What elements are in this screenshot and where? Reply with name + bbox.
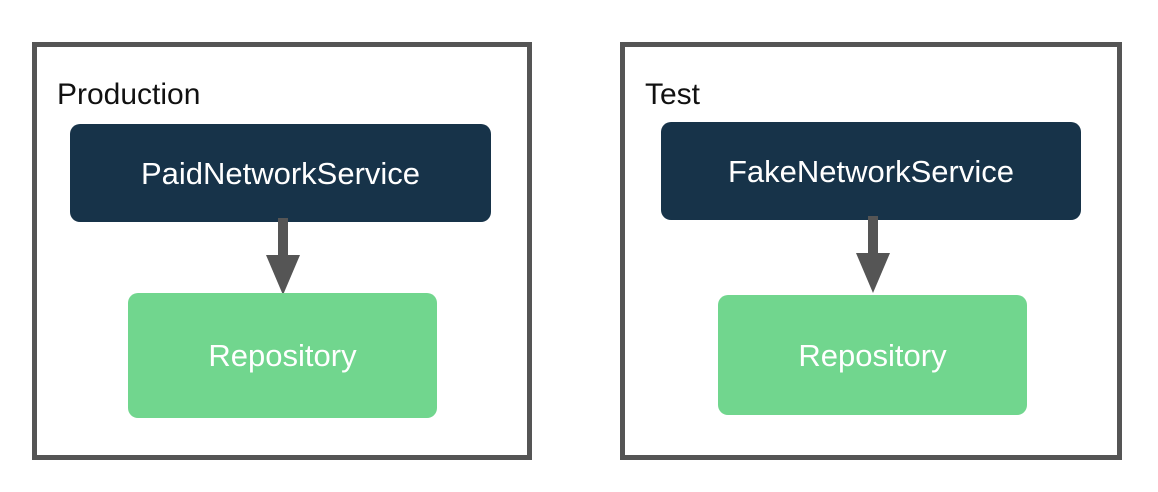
node-paid-network-service[interactable]: PaidNetworkService [70, 124, 491, 222]
arrow-test-service-to-repository [856, 216, 890, 293]
node-repository-production-label: Repository [208, 338, 357, 373]
node-repository-test[interactable]: Repository [718, 295, 1027, 415]
node-repository-test-label: Repository [798, 337, 947, 373]
arrow-production-service-to-repository [266, 218, 300, 295]
node-paid-network-service-label: PaidNetworkService [140, 155, 421, 191]
node-repository-production[interactable]: Repository [128, 293, 437, 418]
test-panel-label: Test [645, 78, 701, 111]
node-fake-network-service-label: FakeNetworkService [728, 153, 1014, 189]
node-fake-network-service[interactable]: FakeNetworkService [661, 122, 1081, 220]
production-panel-label: Production [57, 78, 201, 111]
